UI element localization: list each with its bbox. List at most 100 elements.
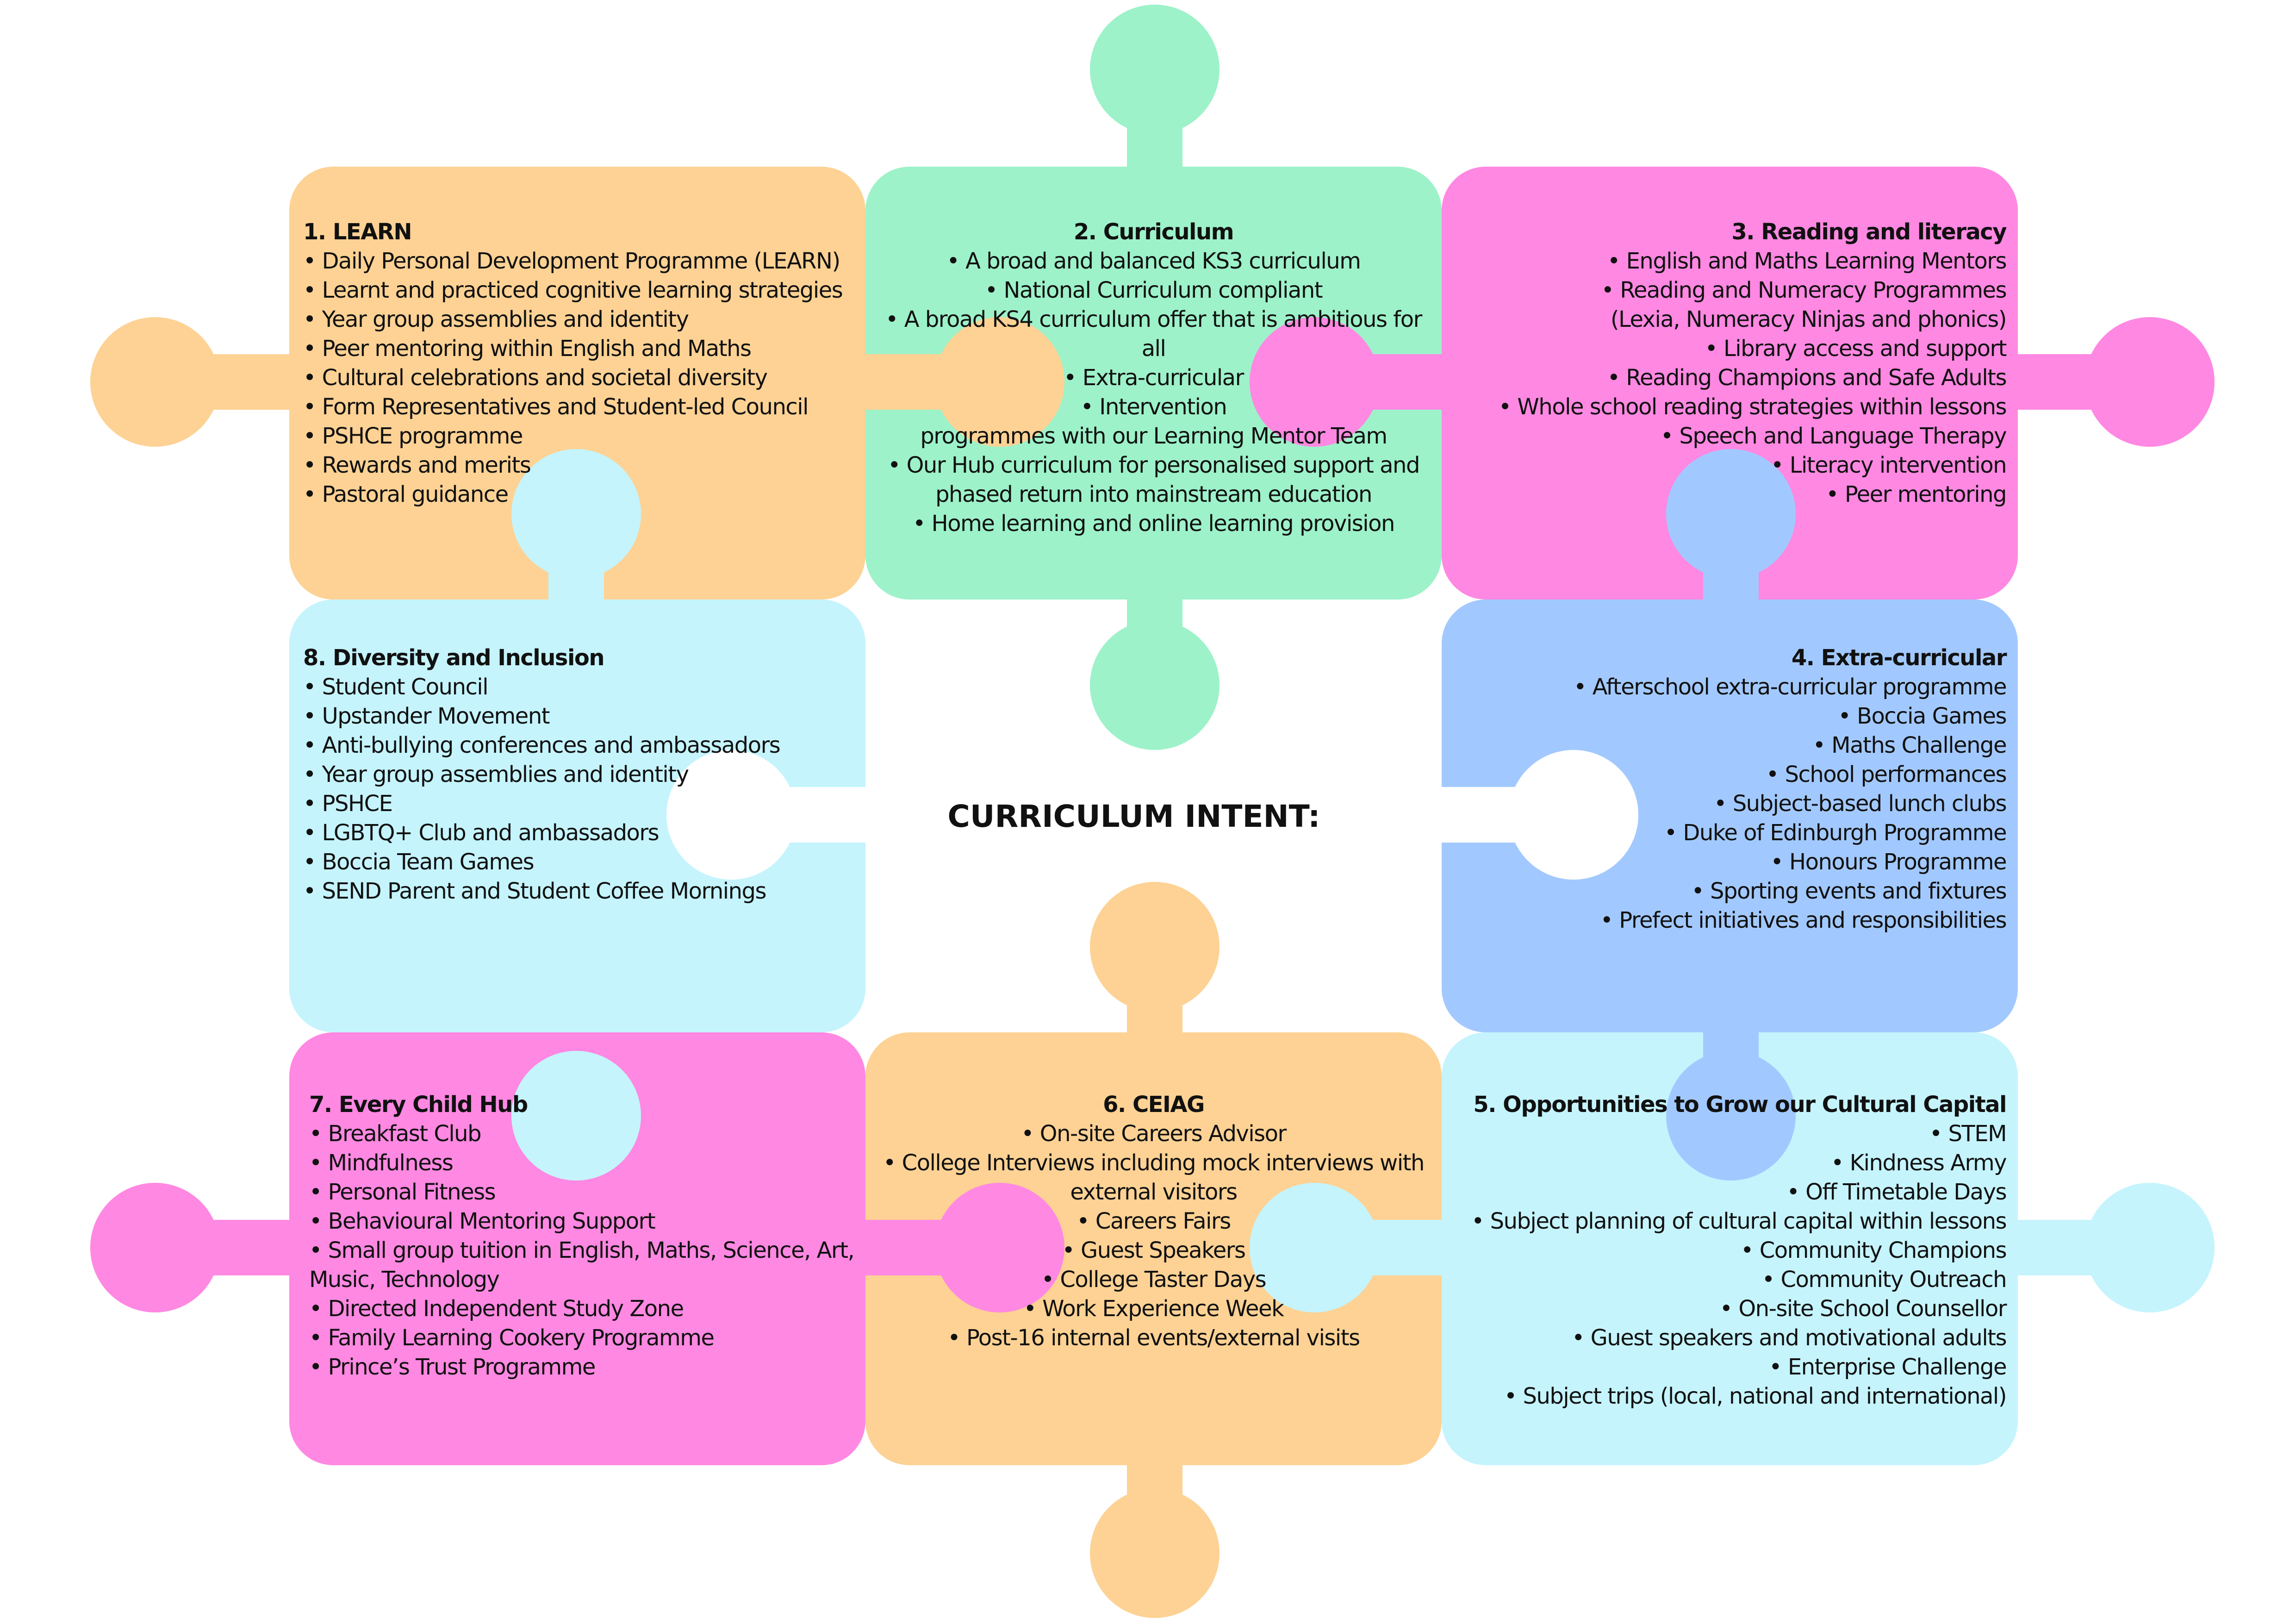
list-item: • Year group assemblies and identity [303,306,689,332]
list-item: • SEND Parent and Student Coffee Morning… [303,878,767,904]
list-item: • Extra-curricular [1064,365,1244,391]
puzzle-notch-diversity [666,750,875,880]
list-item: • Pastoral guidance [303,481,509,507]
puzzle-tab-diversity-bottom [511,1051,641,1181]
list-item: • A broad and balanced KS3 curriculum [946,248,1361,274]
list-item: • Small group tuition in English, Maths,… [309,1237,855,1293]
list-item: • Personal Fitness [309,1179,496,1205]
curriculum-list: • A broad and balanced KS3 curriculum • N… [872,247,1435,538]
list-item: • Our Hub curriculum for personalised su… [888,452,1420,507]
list-item: • Reading and Numeracy Programmes [1601,277,2007,303]
curriculum-title: 2. Curriculum [1073,219,1234,245]
list-item: programmes with our Learning Mentor Team [920,423,1388,449]
list-item: • Whole school reading strategies within… [1498,394,2007,420]
list-item: • Reading Champions and Safe Adults [1607,365,2007,391]
list-item: • English and Maths Learning Mentors [1607,248,2007,274]
list-item: • Learnt and practiced cognitive learnin… [303,277,843,303]
extra-curricular-title: 4. Extra-curricular [1791,645,2007,671]
list-item: • Literacy intervention [1771,452,2007,478]
diversity-list: • Student Council • Upstander Movement • A… [303,673,865,906]
list-item: • Careers Fairs [1076,1208,1231,1234]
learn-title: 1. LEARN [303,219,412,245]
list-item: • Family Learning Cookery Programme [309,1325,715,1351]
diversity-title: 8. Diversity and Inclusion [303,645,605,671]
list-item: • Library access and support [1705,336,2007,362]
list-item: • Rewards and merits [303,452,531,478]
list-item: • On-site School Counsellor [1719,1296,2007,1322]
list-item: • School performances [1766,762,2007,787]
list-item: • Community Champions [1741,1237,2007,1263]
list-item: • Afterschool extra-curricular programme [1574,674,2007,700]
ceiag-box: 6. CEIAG • On-site Careers Advisor • Coll… [872,1090,1435,1353]
list-item: • Subject-based lunch clubs [1714,791,2007,817]
puzzle-piece-learn [90,167,865,600]
list-item: • Year group assemblies and identity [303,762,689,787]
puzzle-notch-extra [1435,750,1638,880]
list-item: • Maths Challenge [1812,732,2007,758]
puzzle-tab-hub-right [856,1183,1064,1312]
puzzle-tab-learn-right [856,317,1064,447]
list-item: • Student Council [303,674,489,700]
curriculum-box: 2. Curriculum • A broad and balanced KS3… [872,218,1435,538]
list-item: • Cultural celebrations and societal div… [303,365,768,391]
list-item: • PSHCE [303,791,393,817]
reading-box: 3. Reading and literacy • English and Ma… [1451,218,2007,509]
ceiag-list: • On-site Careers Advisor • College Inter… [872,1119,1435,1353]
list-item: • PSHCE programme [303,423,523,449]
list-item: • LGBTQ+ Club and ambassadors [303,820,660,846]
extra-curricular-box: 4. Extra-curricular • Afterschool extra-… [1451,643,2007,935]
list-item: • Subject planning of cultural capital w… [1471,1208,2007,1234]
list-item: • Upstander Movement [303,703,550,729]
extra-curricular-list: • Afterschool extra-curricular programme… [1451,673,2007,935]
list-item: • Duke of Edinburgh Programme [1664,820,2007,846]
puzzle-piece-ceiag [865,882,1442,1618]
list-item: • Peer mentoring [1826,481,2007,507]
list-item: • Honours Programme [1770,849,2007,875]
list-item: • Boccia Team Games [303,849,535,875]
cultural-capital-list: • STEM • Kindness Army • Off Timetable Day… [1451,1119,2007,1411]
list-item: • Work Experience Week [1023,1296,1284,1322]
every-child-hub-list: • Breakfast Club • Mindfulness • Personal … [309,1119,855,1382]
list-item: • Form Representatives and Student-led C… [303,394,809,420]
list-item: • College Taster Days [1041,1267,1267,1293]
list-item: • Sporting events and fixtures [1691,878,2007,904]
puzzle-tab-extra-bottom [1666,1025,1796,1181]
list-item: • National Curriculum compliant [984,277,1323,303]
diversity-box: 8. Diversity and Inclusion • Student Cou… [303,643,865,906]
list-item: • Mindfulness [309,1150,454,1176]
list-item: • STEM [1929,1121,2007,1147]
cultural-capital-box: 5. Opportunities to Grow our Cultural Ca… [1451,1090,2007,1411]
ceiag-title: 6. CEIAG [1103,1092,1205,1118]
list-item: • Peer mentoring within English and Math… [303,336,752,362]
list-item: • Enterprise Challenge [1769,1354,2007,1380]
list-item: • Daily Personal Development Programme (… [303,248,840,274]
list-item: • Guest Speakers [1062,1237,1246,1263]
list-item: • Boccia Games [1838,703,2007,729]
list-item: • Subject trips (local, national and int… [1504,1383,2007,1409]
learn-list: • Daily Personal Development Programme (… [303,247,865,509]
list-item: • A broad KS4 curriculum offer that is a… [885,306,1422,362]
list-item: • College Interviews including mock inte… [883,1150,1425,1205]
list-item: • Post-16 internal events/external visit… [947,1325,1360,1351]
list-item: • Prince’s Trust Programme [309,1354,596,1380]
puzzle-piece-reading [1250,167,2215,600]
list-item: • Kindness Army [1831,1150,2007,1176]
list-item: (Lexia, Numeracy Ninjas and phonics) [1610,306,2007,332]
list-item: • Anti-bullying conferences and ambassad… [303,732,781,758]
list-item: • Community Outreach [1761,1267,2007,1293]
list-item: • Intervention [1080,394,1227,420]
list-item: • Home learning and online learning prov… [913,511,1395,537]
reading-list: • English and Maths Learning Mentors • Re… [1451,247,2007,509]
puzzle-piece-curriculum [865,5,1442,750]
list-item: • On-site Careers Advisor [1021,1121,1287,1147]
every-child-hub-box: 7. Every Child Hub • Breakfast Club• Min… [309,1090,855,1382]
cultural-capital-title: 5. Opportunities to Grow our Cultural Ca… [1473,1092,2007,1118]
list-item: • Speech and Language Therapy [1660,423,2007,449]
list-item: • Off Timetable Days [1786,1179,2007,1205]
learn-box: 1. LEARN • Daily Personal Development Pr… [303,218,865,509]
puzzle-piece-cultural [1250,1032,2215,1465]
list-item: • Breakfast Club [309,1121,482,1147]
center-title: CURRICULUM INTENT: [947,799,1320,834]
